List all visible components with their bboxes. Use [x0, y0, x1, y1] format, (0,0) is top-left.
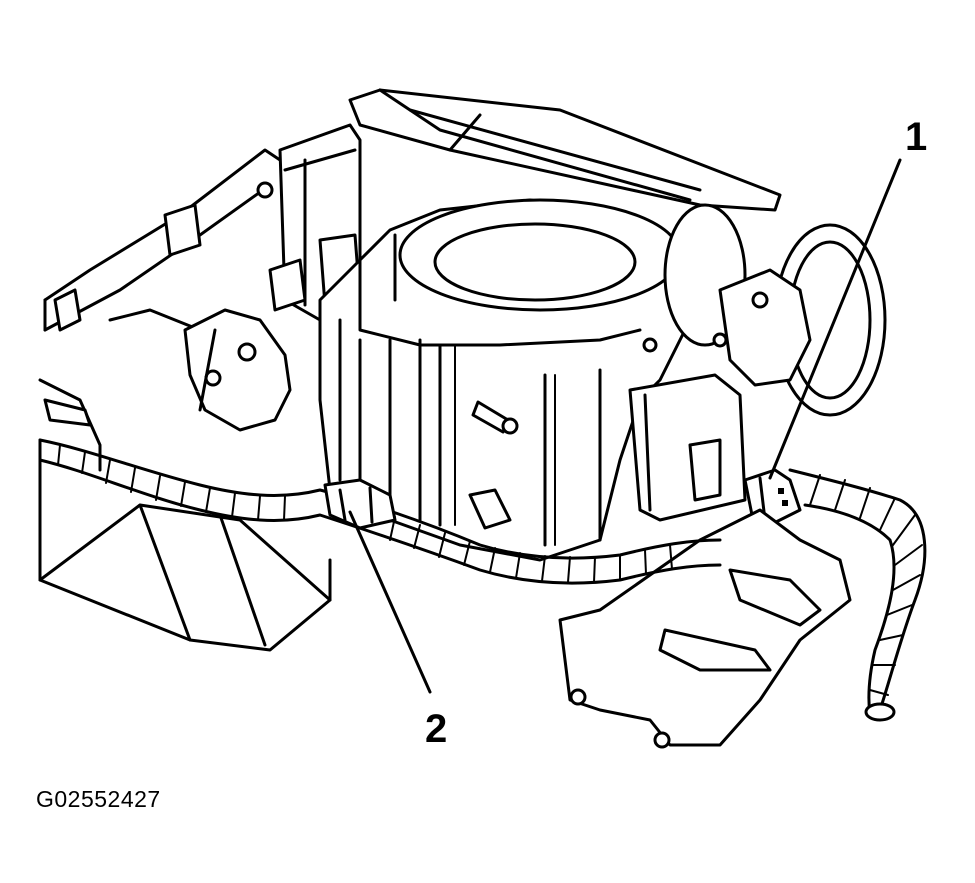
blend-door-opening: [642, 203, 887, 417]
callout-label-2: 2: [425, 707, 447, 751]
leader-line-1: [768, 158, 902, 480]
callout-label-1: 1: [905, 115, 927, 159]
mode-door-actuator: [183, 308, 292, 432]
lower-housing-base: [38, 438, 332, 652]
harness-retainer: [323, 478, 397, 530]
blower-housing: [318, 198, 692, 562]
callout-leaders: [348, 158, 902, 694]
floor-duct-bracket: [558, 508, 852, 749]
top-cover: [348, 88, 782, 212]
wire-harness-right: [788, 468, 927, 722]
leader-line-2: [348, 510, 432, 694]
evaporator-cover: [628, 373, 747, 522]
figure-id: G02552427: [36, 786, 161, 812]
hvac-case-body: [268, 123, 362, 322]
